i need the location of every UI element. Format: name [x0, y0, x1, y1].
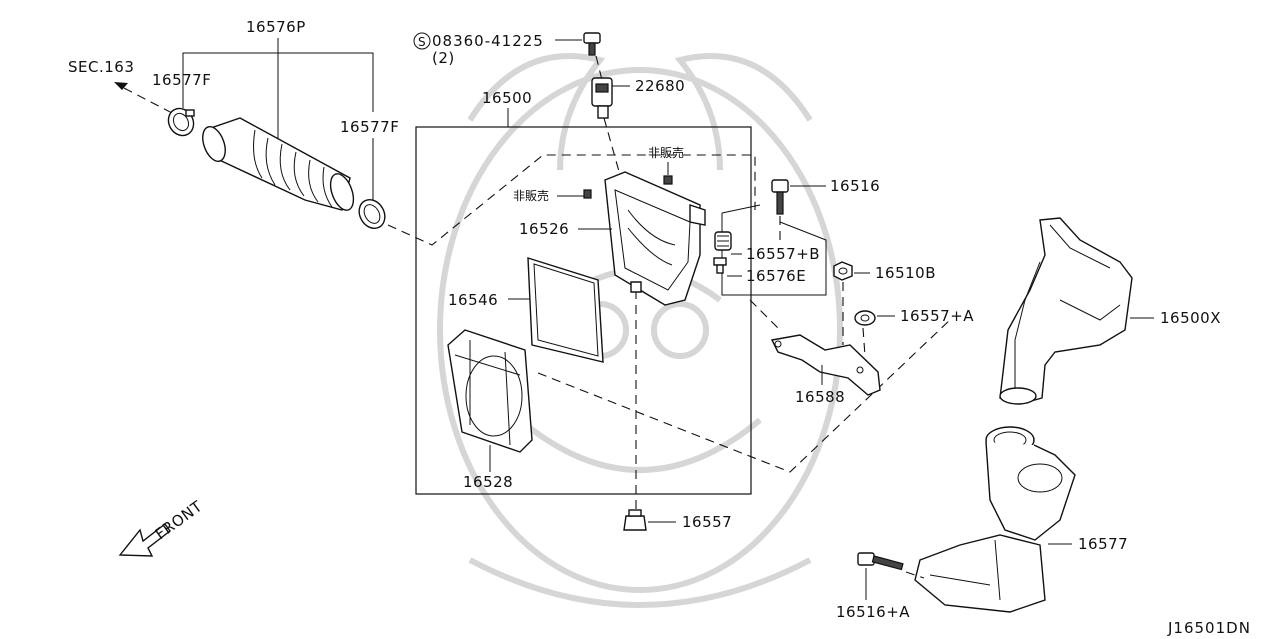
part-label-16577F-right: 16577F — [340, 118, 399, 136]
section-ref-label: SEC.163 — [68, 58, 134, 76]
dash-duct-to-case — [387, 154, 756, 246]
clamp-16577F-left — [167, 107, 195, 137]
part-label-16546: 16546 — [448, 291, 498, 309]
mass-airflow-sensor — [591, 77, 613, 119]
screw-icon — [583, 32, 601, 56]
fastener-callout: S 08360-41225 (2) — [413, 32, 582, 67]
part-label-16588: 16588 — [795, 388, 845, 406]
part-label-16500: 16500 — [482, 89, 532, 107]
part-label-16557B: 16557+B — [746, 245, 820, 263]
fastener-symbol: S — [418, 35, 426, 49]
collar-16576E — [713, 257, 727, 274]
section-arrow-icon — [114, 82, 128, 90]
part-label-16577F-left: 16577F — [152, 71, 211, 89]
part-label-22680: 22680 — [635, 77, 685, 95]
part-label-16577: 16577 — [1078, 535, 1128, 553]
inlet-duct-16500X — [999, 217, 1133, 405]
drawing-number: J16501DN — [1167, 619, 1251, 637]
front-indicator: FRONT — [118, 497, 206, 557]
nut-16510B — [833, 261, 853, 281]
part-label-16526: 16526 — [519, 220, 569, 238]
part-label-16516A: 16516+A — [836, 603, 910, 621]
front-arrow-icon — [118, 523, 171, 557]
part-label-16557A: 16557+A — [900, 307, 974, 325]
dash-case-to-duct — [537, 317, 953, 473]
section-reference: SEC.163 — [68, 58, 173, 114]
intake-duct-hose — [202, 117, 355, 211]
fastener-code: 08360-41225 — [432, 32, 544, 50]
part-label-16576E: 16576E — [746, 267, 806, 285]
part-label-16557: 16557 — [682, 513, 732, 531]
air-cleaner-upper-case — [604, 171, 706, 306]
not-sold-label-left: 非販売 — [513, 188, 549, 203]
air-filter-element — [527, 257, 604, 363]
section-dash-line — [123, 87, 173, 114]
air-cleaner-assembly-box — [415, 126, 752, 495]
bracket-16576P: 16576P — [182, 18, 374, 150]
bolt-16516 — [771, 179, 789, 215]
part-label-16516: 16516 — [830, 177, 880, 195]
front-label: FRONT — [152, 497, 206, 543]
bolt-16516A — [857, 552, 904, 571]
part-label-16576P: 16576P — [246, 18, 306, 36]
fastener-symbol-icon — [413, 32, 431, 50]
part-label-16528: 16528 — [463, 473, 513, 491]
grommet-16557 — [623, 509, 647, 531]
not-sold-label-top: 非販売 — [648, 145, 684, 160]
resonator-16577 — [914, 426, 1076, 613]
clamp-16577F-right — [358, 198, 386, 230]
fastener-quantity: (2) — [432, 49, 455, 67]
part-label-16510B: 16510B — [875, 264, 936, 282]
grommet-16557A — [854, 310, 876, 326]
grommet-16557B — [714, 231, 732, 251]
air-cleaner-lower-case — [447, 329, 533, 453]
bracket-16588 — [770, 334, 881, 396]
part-label-16500X: 16500X — [1160, 309, 1221, 327]
